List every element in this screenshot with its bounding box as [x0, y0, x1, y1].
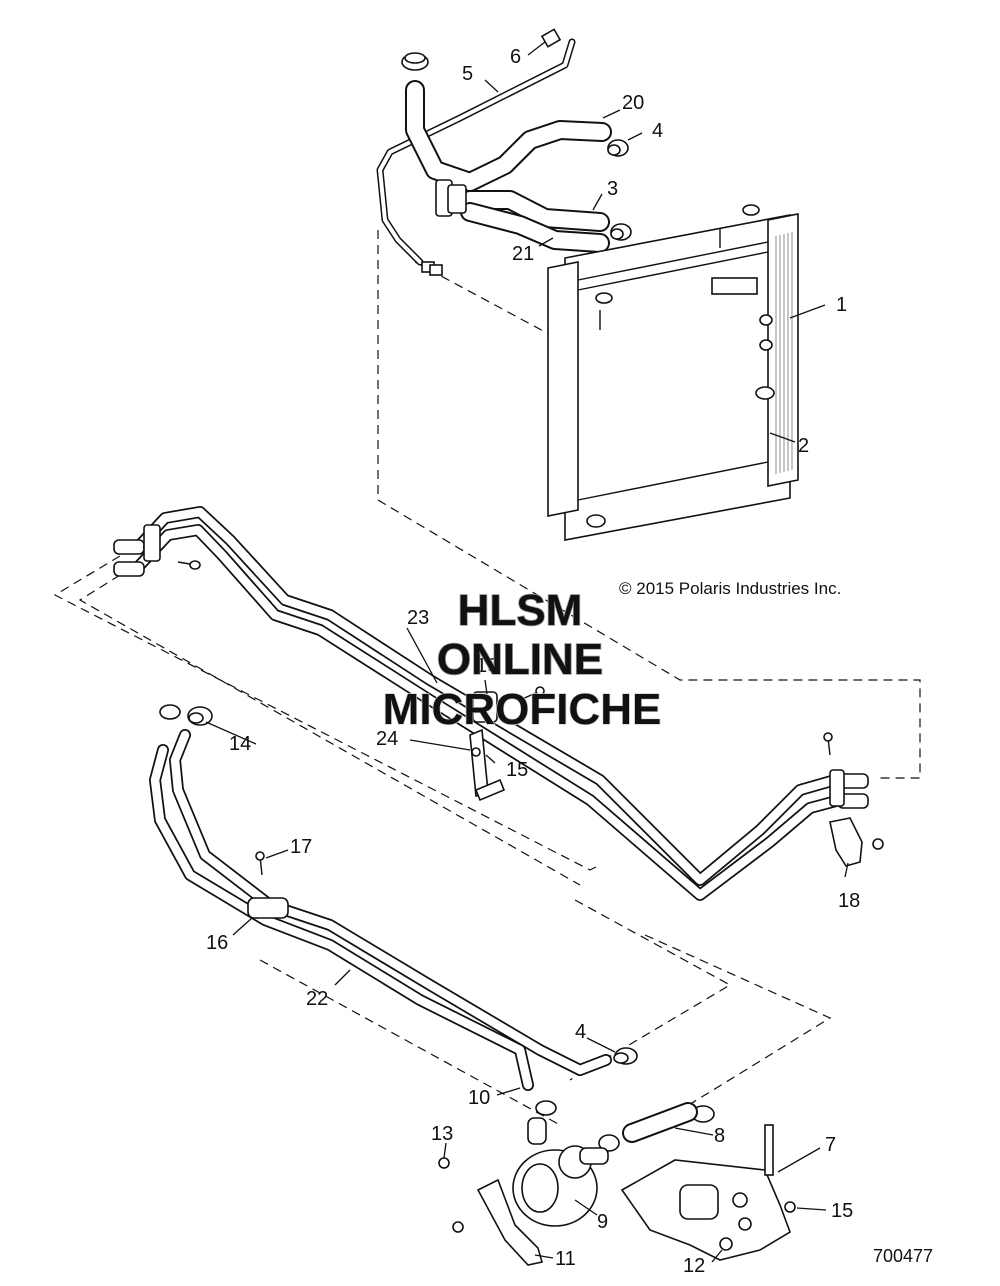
callout-15-a: 15 [506, 759, 528, 781]
upper-hoses [401, 52, 612, 253]
callout-21: 21 [512, 243, 534, 265]
callout-9: 9 [597, 1211, 608, 1233]
watermark-line-3: MICROFICHE [383, 685, 662, 734]
radiator-core-fins [775, 232, 793, 474]
hose-clamps-14 [159, 704, 213, 726]
callout-5: 5 [462, 63, 473, 85]
callout-8: 8 [714, 1125, 725, 1147]
callout-12: 12 [683, 1255, 705, 1277]
callout-16: 16 [206, 932, 228, 954]
callout-11: 11 [555, 1248, 576, 1270]
callout-labels: 1 2 3 4 5 6 20 21 23 19 24 15 14 17 16 2… [206, 46, 860, 1277]
watermark-line-2: ONLINE [437, 635, 603, 684]
callout-15-b: 15 [831, 1200, 853, 1222]
callout-20: 20 [622, 92, 644, 114]
callout-23: 23 [407, 607, 429, 629]
tube-bracket-18 [823, 732, 884, 867]
radiator-grommets [586, 204, 775, 528]
hose-8 [622, 1102, 698, 1143]
callout-14: 14 [229, 733, 251, 755]
assembly-dashed-lines [53, 230, 921, 1136]
callout-24: 24 [376, 728, 398, 750]
callout-6: 6 [510, 46, 521, 68]
callout-18: 18 [838, 890, 860, 912]
callout-17: 17 [290, 836, 312, 858]
callout-1: 1 [836, 294, 847, 316]
callout-22: 22 [306, 988, 328, 1010]
callout-3: 3 [607, 178, 618, 200]
tube-bracket-24 [469, 686, 545, 802]
watermark: HLSM ONLINE MICROFICHE [382, 585, 662, 735]
mounting-plate-7 [620, 1124, 796, 1261]
callout-13: 13 [431, 1123, 453, 1145]
callout-4-b: 4 [575, 1021, 586, 1043]
radiator [547, 213, 799, 541]
callout-leader-lines [205, 41, 849, 1263]
water-pump [512, 1117, 609, 1227]
callout-19: 19 [476, 655, 498, 677]
callout-4: 4 [652, 120, 663, 142]
callout-10: 10 [468, 1087, 490, 1109]
watermark-line-1: HLSM [458, 586, 583, 635]
coolant-tube-assembly-22 [149, 729, 612, 1091]
drawing-number: 700477 [873, 1246, 933, 1266]
bypass-tube [376, 28, 576, 276]
callout-7: 7 [825, 1134, 836, 1156]
callout-2: 2 [798, 435, 809, 457]
coolant-tube-assembly-23 [113, 506, 869, 901]
copyright-notice: © 2015 Polaris Industries Inc. [619, 579, 841, 598]
